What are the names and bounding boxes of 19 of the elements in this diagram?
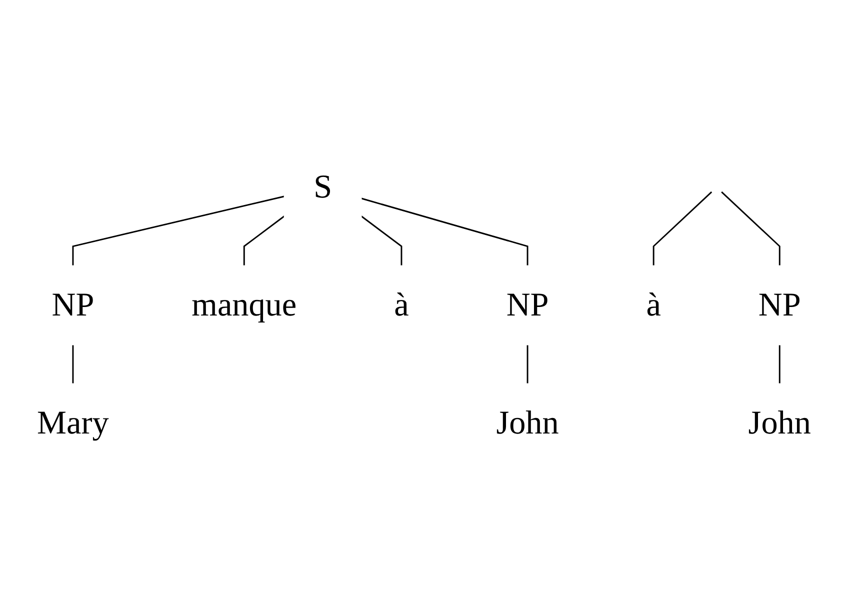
node-text: NP	[506, 286, 549, 324]
connector	[72, 195, 284, 266]
node-text: John	[748, 404, 811, 442]
connector	[243, 215, 285, 266]
node-text: NP	[758, 286, 801, 324]
node-text: à	[646, 286, 661, 324]
connector	[652, 191, 712, 266]
node-text: à	[394, 286, 409, 324]
node-text: Mary	[37, 404, 109, 442]
node-text: John	[496, 404, 559, 442]
connector	[360, 215, 402, 266]
connector	[778, 344, 780, 384]
connector	[526, 344, 528, 384]
connector	[361, 197, 528, 266]
connector	[721, 191, 780, 266]
node-text: manque	[192, 286, 297, 324]
node-text: S	[314, 168, 332, 206]
node-text: NP	[52, 286, 94, 324]
connector	[72, 344, 74, 384]
